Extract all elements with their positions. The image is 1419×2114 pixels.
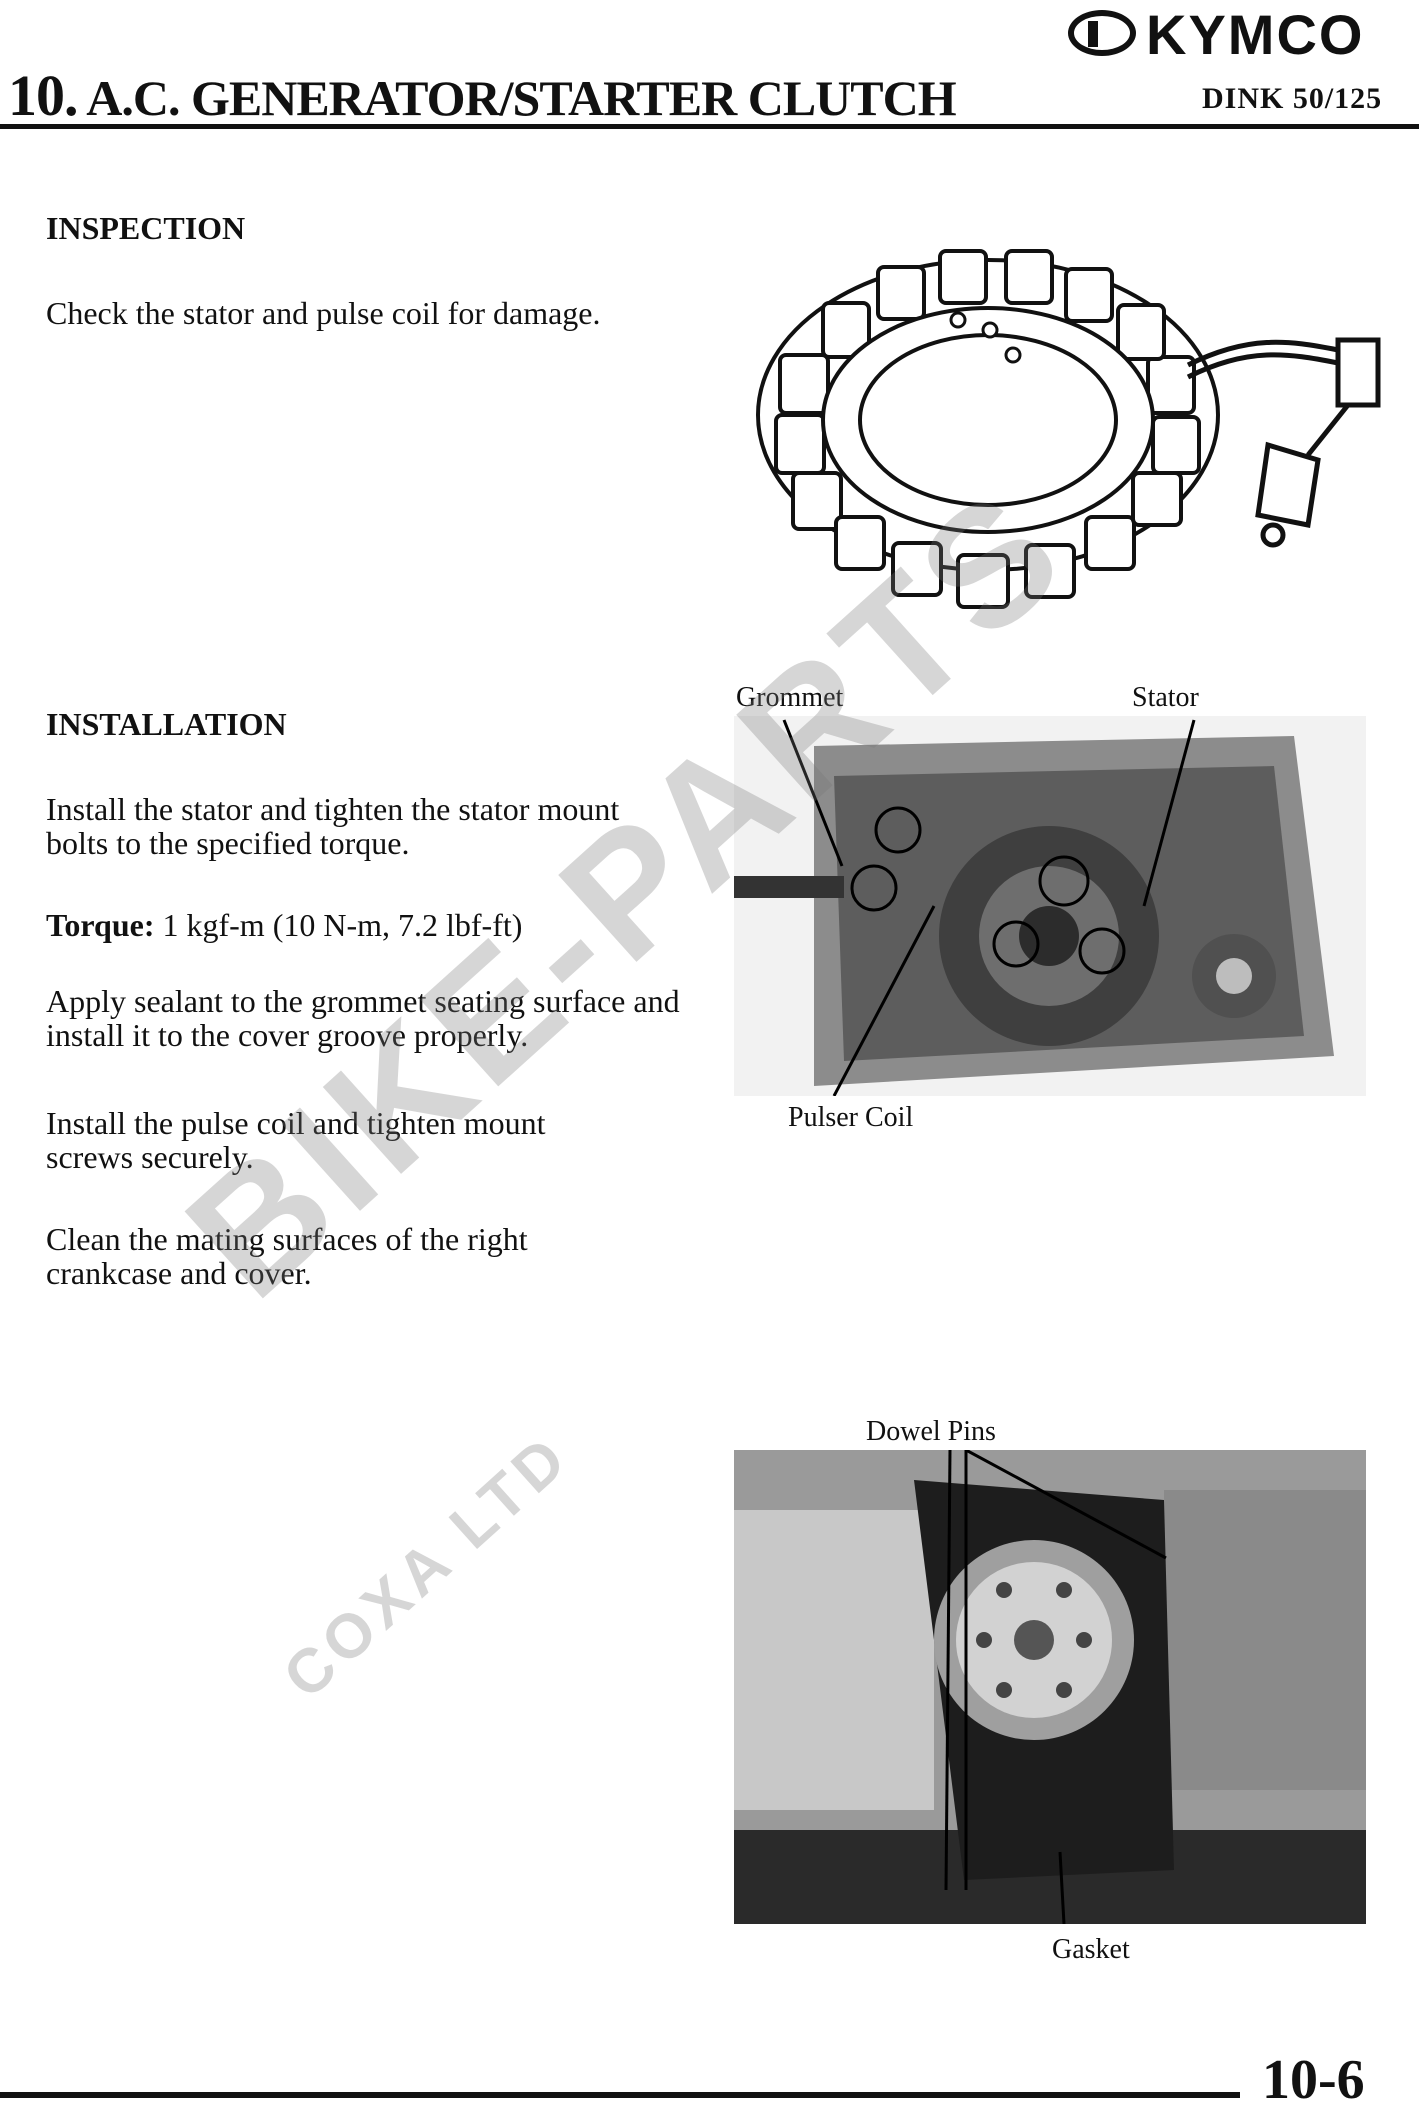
footer-rule — [0, 2092, 1240, 2098]
installation-heading: INSTALLATION — [46, 706, 287, 742]
header-rule — [0, 124, 1419, 129]
label-dowel-pins: Dowel Pins — [866, 1416, 996, 1447]
stator-installed-photo — [734, 716, 1366, 1096]
chapter-number: 10. — [8, 63, 78, 128]
cover-gasket-photo — [734, 1450, 1366, 1924]
kymco-logo: KYMCO — [1068, 3, 1412, 66]
torque-value: 1 kgf-m (10 N-m, 7.2 lbf-ft) — [154, 907, 523, 943]
label-grommet: Grommet — [736, 682, 844, 713]
watermark-sub: COXA LTD — [270, 1421, 583, 1713]
inspection-text: Check the stator and pulse coil for dama… — [46, 295, 601, 331]
installation-step-clean: Clean the mating surfaces of the right c… — [46, 1221, 528, 1291]
installation-step-grommet: Apply sealant to the grommet seating sur… — [46, 983, 680, 1053]
torque-label: Torque: — [46, 907, 155, 943]
label-pulser-coil: Pulser Coil — [788, 1102, 914, 1133]
stator-drawing — [756, 249, 1381, 609]
label-stator: Stator — [1132, 682, 1199, 713]
installation-step-pulse-coil: Install the pulse coil and tighten mount… — [46, 1105, 546, 1175]
label-gasket: Gasket — [1052, 1934, 1130, 1965]
installation-step-stator: Install the stator and tighten the stato… — [46, 791, 620, 861]
model-name: DINK 50/125 — [1202, 82, 1383, 115]
page-number: 10-6 — [1262, 2049, 1365, 2111]
chapter-title: A.C. GENERATOR/STARTER CLUTCH — [86, 70, 956, 126]
torque-spec: Torque: 1 kgf-m (10 N-m, 7.2 lbf-ft) — [46, 908, 686, 942]
chapter-heading: 10. A.C. GENERATOR/STARTER CLUTCH — [8, 62, 957, 129]
brand-name: KYMCO — [1146, 3, 1365, 66]
kymco-logo-icon — [1068, 10, 1136, 56]
inspection-heading: INSPECTION — [46, 210, 246, 246]
